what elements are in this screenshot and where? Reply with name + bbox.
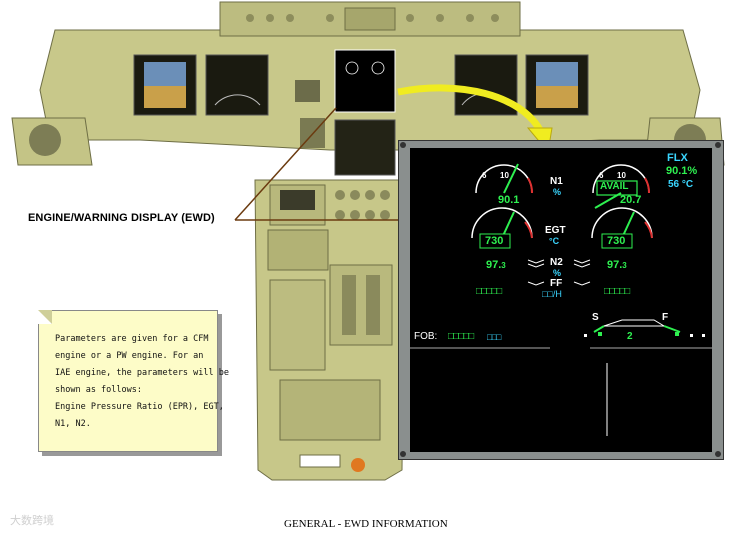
ewd-callout-line [234, 107, 337, 221]
left-nd [205, 54, 269, 116]
note-line: engine or a PW engine. For an [55, 351, 204, 361]
egt-left-gauge [471, 207, 533, 249]
n2-right-value: 97.3 [607, 259, 627, 271]
ewd-arrow [397, 84, 544, 132]
fob-label: FOB: [414, 331, 438, 342]
n1-right-status: AVAIL [600, 181, 629, 192]
n1-label: N1 [550, 176, 563, 187]
n2-label: N2 [550, 257, 563, 268]
figure-caption: GENERAL - EWD INFORMATION [284, 518, 448, 530]
cockpit-ewd-screen [334, 49, 396, 113]
note-line: Parameters are given for a CFM [55, 334, 209, 344]
note-fold [38, 310, 52, 324]
egt-unit: °C [549, 236, 560, 246]
n1-scale-high-right: 10 [617, 171, 626, 180]
n2-right-main: 97. [607, 259, 623, 271]
note-line: shown as follows: [55, 385, 142, 395]
egt-right-value: 730 [607, 235, 626, 247]
n2-unit: % [553, 268, 562, 278]
n2-right-decimal: 3 [622, 261, 627, 270]
slats-label: S [592, 312, 599, 323]
watermark: 大数跨境 [10, 514, 54, 527]
egt-label: EGT [545, 225, 566, 236]
flaps-position: 2 [627, 331, 633, 342]
cockpit-illustration [11, 1, 725, 481]
n2-left-value: 97.3 [486, 259, 506, 271]
fob-value: □□□□□ [448, 331, 474, 342]
ff-label: FF [550, 278, 563, 289]
flx-label: FLX [667, 152, 688, 164]
cockpit-sd-screen [334, 119, 396, 176]
egt-left-value: 730 [485, 235, 504, 247]
n1-left-gauge [475, 163, 534, 194]
thrust-levers-base [329, 264, 393, 346]
note-text: Parameters are given for a CFM engine or… [55, 331, 229, 433]
ff-right-value: □□□□□ [604, 286, 630, 297]
ewd-callout-label: ENGINE/WARNING DISPLAY (EWD) [28, 212, 215, 224]
n2-left-main: 97. [486, 259, 502, 271]
ewd-bezel-screws [400, 142, 721, 457]
flx-temp: 56 °C [668, 179, 694, 190]
note-line: IAE engine, the parameters will be [55, 368, 229, 378]
avail-box [596, 180, 638, 196]
right-nd [454, 54, 518, 116]
flaps-indicator [584, 319, 705, 337]
fob-unit: □□□ [487, 332, 501, 342]
ewd-gauges [410, 163, 712, 436]
n1-right-gauge [592, 164, 651, 209]
flaps-label: F [662, 312, 669, 323]
n2-left-decimal: 3 [501, 261, 506, 270]
note-box: Parameters are given for a CFM engine or… [38, 310, 229, 452]
n1-scale-low-right: 6 [599, 171, 604, 180]
n1-right-value: 20.7 [620, 194, 642, 206]
ewd-screen [410, 148, 712, 452]
note-line: Engine Pressure Ratio (EPR), EGT, [55, 402, 224, 412]
n1-scale-low-left: 6 [482, 171, 487, 180]
ff-left-value: □□□□□ [476, 286, 502, 297]
ff-unit: □□/H [542, 289, 562, 299]
flx-value: 90.1% [666, 165, 698, 177]
n1-scale-high-left: 10 [500, 171, 509, 180]
n1-unit: % [553, 187, 562, 197]
egt-right-gauge [591, 207, 653, 249]
note-line: N1, N2. [55, 419, 91, 429]
n1-left-value: 90.1 [498, 194, 520, 206]
